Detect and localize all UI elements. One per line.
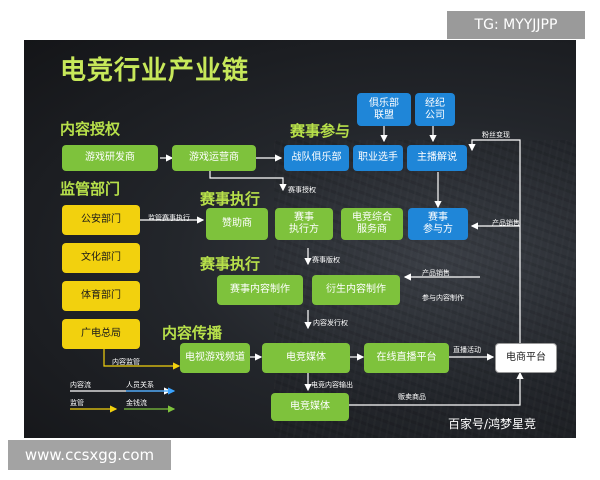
legend-content-flow: 内容流: [70, 381, 91, 389]
node-pro-player: 职业选手: [353, 145, 403, 171]
node-club-union: 俱乐部 联盟: [357, 93, 411, 126]
node-culture: 文化部门: [62, 243, 140, 273]
label-product-sales-2: 产品销售: [422, 269, 450, 277]
label-product-sales-1: 产品销售: [492, 219, 520, 227]
node-police: 公安部门: [62, 205, 140, 235]
node-live-platform: 在线直播平台: [364, 343, 449, 373]
node-event-participant: 赛事 参与方: [408, 208, 468, 240]
node-esports-media-2: 电竞媒体: [271, 393, 349, 421]
label-supervise-exec: 监管赛事执行: [148, 214, 190, 222]
section-event-exec-1: 赛事执行: [200, 190, 261, 208]
node-team-club: 战队俱乐部: [284, 145, 349, 171]
section-event-exec-2: 赛事执行: [200, 255, 261, 273]
legend-money-flow: 金钱流: [126, 399, 147, 407]
node-event-content: 赛事内容制作: [217, 275, 303, 305]
label-event-copyright: 赛事版权: [312, 256, 340, 264]
label-fan-monetize: 粉丝变现: [482, 131, 510, 139]
legend-supervision: 监管: [70, 399, 84, 407]
watermark-bottom: www.ccsxgg.com: [8, 440, 171, 470]
label-join-content: 参与内容制作: [422, 294, 464, 302]
node-agent-company: 经纪 公司: [415, 93, 455, 126]
arrow-op-down: [209, 171, 287, 192]
credit-text: 百家号/鸿梦星竞: [448, 417, 537, 431]
section-regulator: 监管部门: [60, 180, 121, 198]
node-game-dev: 游戏研发商: [62, 145, 158, 171]
node-sports: 体育部门: [62, 281, 140, 311]
label-content-release: 内容发行权: [313, 319, 348, 327]
section-event-participate: 赛事参与: [290, 122, 351, 140]
arrow-fan: [468, 139, 521, 345]
arrow-sell-goods: [349, 371, 524, 406]
node-esports-service: 电竞综合 服务商: [341, 208, 403, 240]
node-event-executor: 赛事 执行方: [275, 208, 333, 240]
label-content-output: 电竞内容输出: [311, 381, 353, 389]
node-derivative-content: 衍生内容制作: [312, 275, 400, 305]
node-sponsor: 赞助商: [206, 208, 268, 240]
node-tv-channel: 电视游戏频道: [180, 343, 250, 373]
legend-people-relation: 人员关系: [126, 381, 154, 389]
node-esports-media: 电竞媒体: [262, 343, 350, 373]
arrow-supervise-content: [103, 348, 181, 370]
label-live-activity: 直播活动: [453, 346, 481, 354]
node-game-op: 游戏运营商: [172, 145, 256, 171]
label-content-supervise: 内容监管: [112, 358, 140, 366]
node-caster: 主播解说: [407, 145, 467, 171]
section-content-auth: 内容授权: [60, 120, 121, 138]
label-sell-goods: 贩卖商品: [398, 393, 426, 401]
section-content-spread: 内容传播: [162, 324, 223, 342]
label-event-auth: 赛事授权: [288, 186, 316, 194]
diagram-title: 电竞行业产业链: [60, 56, 250, 86]
node-broadcast: 广电总局: [62, 319, 140, 349]
node-ecommerce: 电商平台: [495, 343, 557, 373]
watermark-top: TG: MYYJJPP: [447, 11, 585, 39]
